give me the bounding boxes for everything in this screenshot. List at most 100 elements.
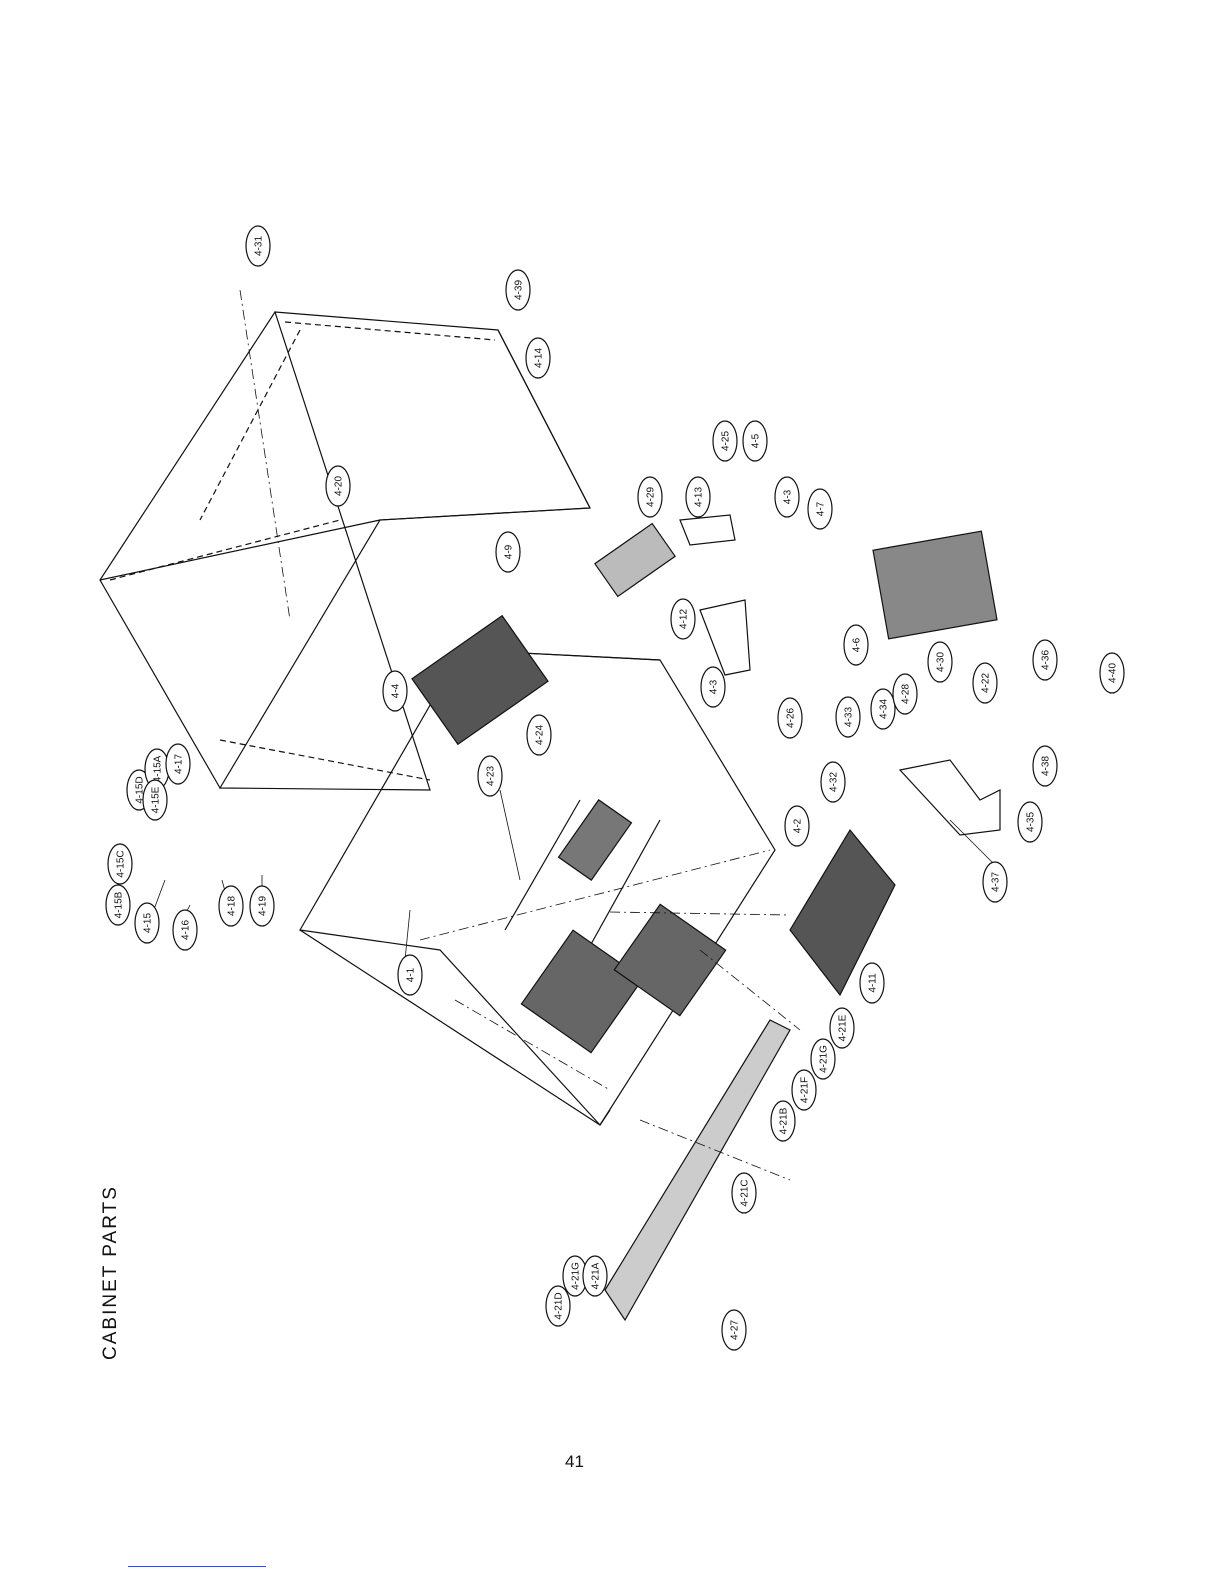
callout-4-34: 4-34 (871, 689, 895, 729)
callout-label: 4-21B (779, 1107, 790, 1134)
callout-4-21e: 4-21E (830, 1008, 854, 1048)
callout-label: 4-15A (153, 755, 164, 782)
callout-4-29: 4-29 (638, 477, 662, 517)
callout-4-21g: 4-21G (811, 1039, 835, 1079)
callout-label: 4-29 (646, 487, 657, 507)
callout-4-20: 4-20 (326, 466, 350, 506)
callout-4-32: 4-32 (821, 762, 845, 802)
callout-4-37: 4-37 (983, 862, 1007, 902)
callout-4-38: 4-38 (1033, 746, 1057, 786)
door-rail (605, 1020, 790, 1320)
callout-label: 4-17 (174, 754, 185, 774)
callout-label: 4-25 (721, 431, 732, 451)
callout-4-21f: 4-21F (792, 1070, 816, 1110)
callout-label: 4-11 (868, 973, 879, 993)
callout-label: 4-3 (709, 679, 720, 694)
callout-label: 4-14 (534, 348, 545, 368)
bracket-4-3 (700, 600, 750, 675)
callout-label: 4-21A (591, 1262, 602, 1289)
callout-4-24: 4-24 (527, 715, 551, 755)
callout-label: 4-15B (114, 891, 125, 918)
callout-label: 4-2 (793, 818, 804, 833)
callout-4-15: 4-15 (135, 903, 159, 943)
callout-label: 4-38 (1041, 756, 1052, 776)
mesh-base-top (559, 800, 632, 880)
callout-4-21d: 4-21D (546, 1286, 570, 1326)
callout-4-25: 4-25 (713, 421, 737, 461)
callout-4-13: 4-13 (686, 477, 710, 517)
callout-4-18: 4-18 (219, 886, 243, 926)
callout-label: 4-4 (391, 683, 402, 698)
callout-label: 4-3 (783, 489, 794, 504)
callout-label: 4-16 (181, 920, 192, 940)
callout-label: 4-13 (694, 487, 705, 507)
callout-4-3: 4-3 (701, 667, 725, 707)
callout-label: 4-26 (786, 708, 797, 728)
mesh-base-mid (614, 904, 725, 1015)
callout-4-1: 4-1 (398, 955, 422, 995)
callout-label: 4-34 (879, 699, 890, 719)
callout-label: 4-12 (679, 609, 690, 629)
callout-label: 4-28 (901, 684, 912, 704)
callout-label: 4-15C (116, 850, 127, 877)
mesh-rear (412, 616, 548, 745)
callout-4-39: 4-39 (506, 270, 530, 310)
callout-4-26: 4-26 (778, 698, 802, 738)
callout-label: 4-7 (816, 501, 827, 516)
callout-label: 4-23 (486, 766, 497, 786)
part-4-13 (680, 515, 735, 545)
callout-label: 4-35 (1026, 812, 1037, 832)
callout-4-5: 4-5 (743, 421, 767, 461)
callout-4-35: 4-35 (1018, 802, 1042, 842)
callout-label: 4-21D (554, 1292, 565, 1319)
callout-4-21c: 4-21C (732, 1173, 756, 1213)
callout-label: 4-32 (829, 772, 840, 792)
callout-4-36: 4-36 (1033, 640, 1057, 680)
callout-label: 4-21C (740, 1179, 751, 1206)
transformer (873, 531, 997, 639)
callout-4-21b: 4-21B (771, 1101, 795, 1141)
callout-4-40: 4-40 (1100, 653, 1124, 693)
callout-label: 4-40 (1108, 663, 1119, 683)
callout-4-33: 4-33 (836, 697, 860, 737)
callout-4-30: 4-30 (928, 642, 952, 682)
callout-label: 4-9 (504, 544, 515, 559)
callout-label: 4-27 (730, 1320, 741, 1340)
callout-4-15c: 4-15C (108, 844, 132, 884)
callout-4-23: 4-23 (478, 756, 502, 796)
callout-4-4: 4-4 (383, 671, 407, 711)
callout-label: 4-15E (151, 786, 162, 813)
callout-4-15e: 4-15E (143, 780, 167, 820)
callout-4-7: 4-7 (808, 489, 832, 529)
callout-4-15b: 4-15B (106, 885, 130, 925)
bracket-4-35 (900, 760, 1000, 835)
callout-label: 4-22 (981, 673, 992, 693)
callout-4-21a: 4-21A (583, 1256, 607, 1296)
callout-label: 4-33 (844, 707, 855, 727)
callout-label: 4-1 (406, 967, 417, 982)
callout-label: 4-21E (838, 1014, 849, 1041)
capacitor (595, 524, 675, 597)
callout-label: 4-20 (334, 476, 345, 496)
callout-label: 4-36 (1041, 650, 1052, 670)
callout-label: 4-5 (751, 433, 762, 448)
callout-4-17: 4-17 (166, 744, 190, 784)
callout-4-9: 4-9 (496, 532, 520, 572)
callout-4-2: 4-2 (785, 806, 809, 846)
callout-4-19: 4-19 (250, 886, 274, 926)
callout-4-12: 4-12 (671, 599, 695, 639)
callout-label: 4-19 (258, 896, 269, 916)
callout-4-11: 4-11 (860, 963, 884, 1003)
callout-4-14: 4-14 (526, 338, 550, 378)
callout-label: 4-21G (571, 1262, 582, 1290)
mesh-base-left (521, 930, 642, 1052)
callout-4-31: 4-31 (246, 226, 270, 266)
callout-4-6: 4-6 (844, 625, 868, 665)
callout-label: 4-30 (936, 652, 947, 672)
callout-label: 4-21G (819, 1045, 830, 1073)
callout-4-22: 4-22 (973, 663, 997, 703)
leader-lines (240, 290, 800, 1180)
callout-label: 4-39 (514, 280, 525, 300)
